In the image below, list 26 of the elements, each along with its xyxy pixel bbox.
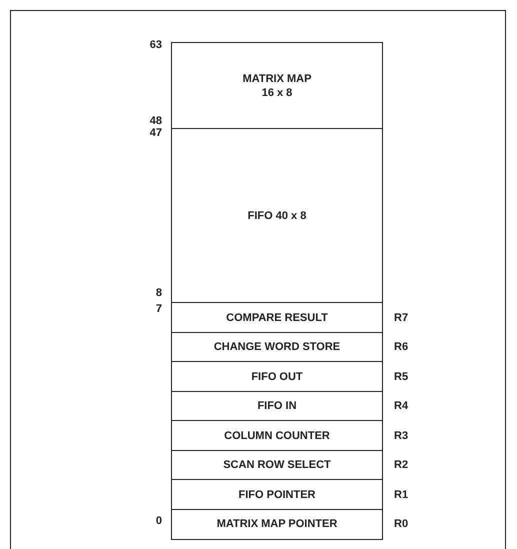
- register-name: R7: [394, 312, 408, 324]
- register-name: R6: [394, 341, 408, 353]
- block-label: FIFO POINTER: [238, 488, 316, 502]
- register-name: R4: [394, 400, 408, 412]
- block-label: FIFO OUT: [251, 370, 303, 384]
- register-name: R2: [394, 459, 408, 471]
- block-label: COLUMN COUNTER: [224, 428, 330, 442]
- address-number: 63: [148, 39, 162, 51]
- register-name: R0: [394, 518, 408, 530]
- block-label: FIFO IN: [257, 399, 297, 413]
- block-label: COMPARE RESULT: [226, 310, 328, 324]
- block-label: FIFO 40 x 8: [246, 208, 308, 223]
- address-number: 0: [154, 515, 162, 527]
- memory-block: [171, 128, 383, 304]
- address-number: 8: [154, 287, 162, 299]
- block-label: MATRIX MAP 16 x 8: [242, 72, 312, 100]
- block-label: CHANGE WORD STORE: [214, 340, 340, 354]
- register-name: R3: [394, 430, 408, 442]
- address-number: 7: [154, 303, 162, 315]
- register-name: R1: [394, 488, 408, 500]
- address-number: 48: [148, 115, 162, 127]
- block-label: MATRIX MAP POINTER: [216, 517, 338, 531]
- register-name: R5: [394, 370, 408, 382]
- memory-block: [171, 42, 383, 130]
- address-number: 47: [148, 127, 162, 139]
- block-label: SCAN ROW SELECT: [223, 458, 331, 472]
